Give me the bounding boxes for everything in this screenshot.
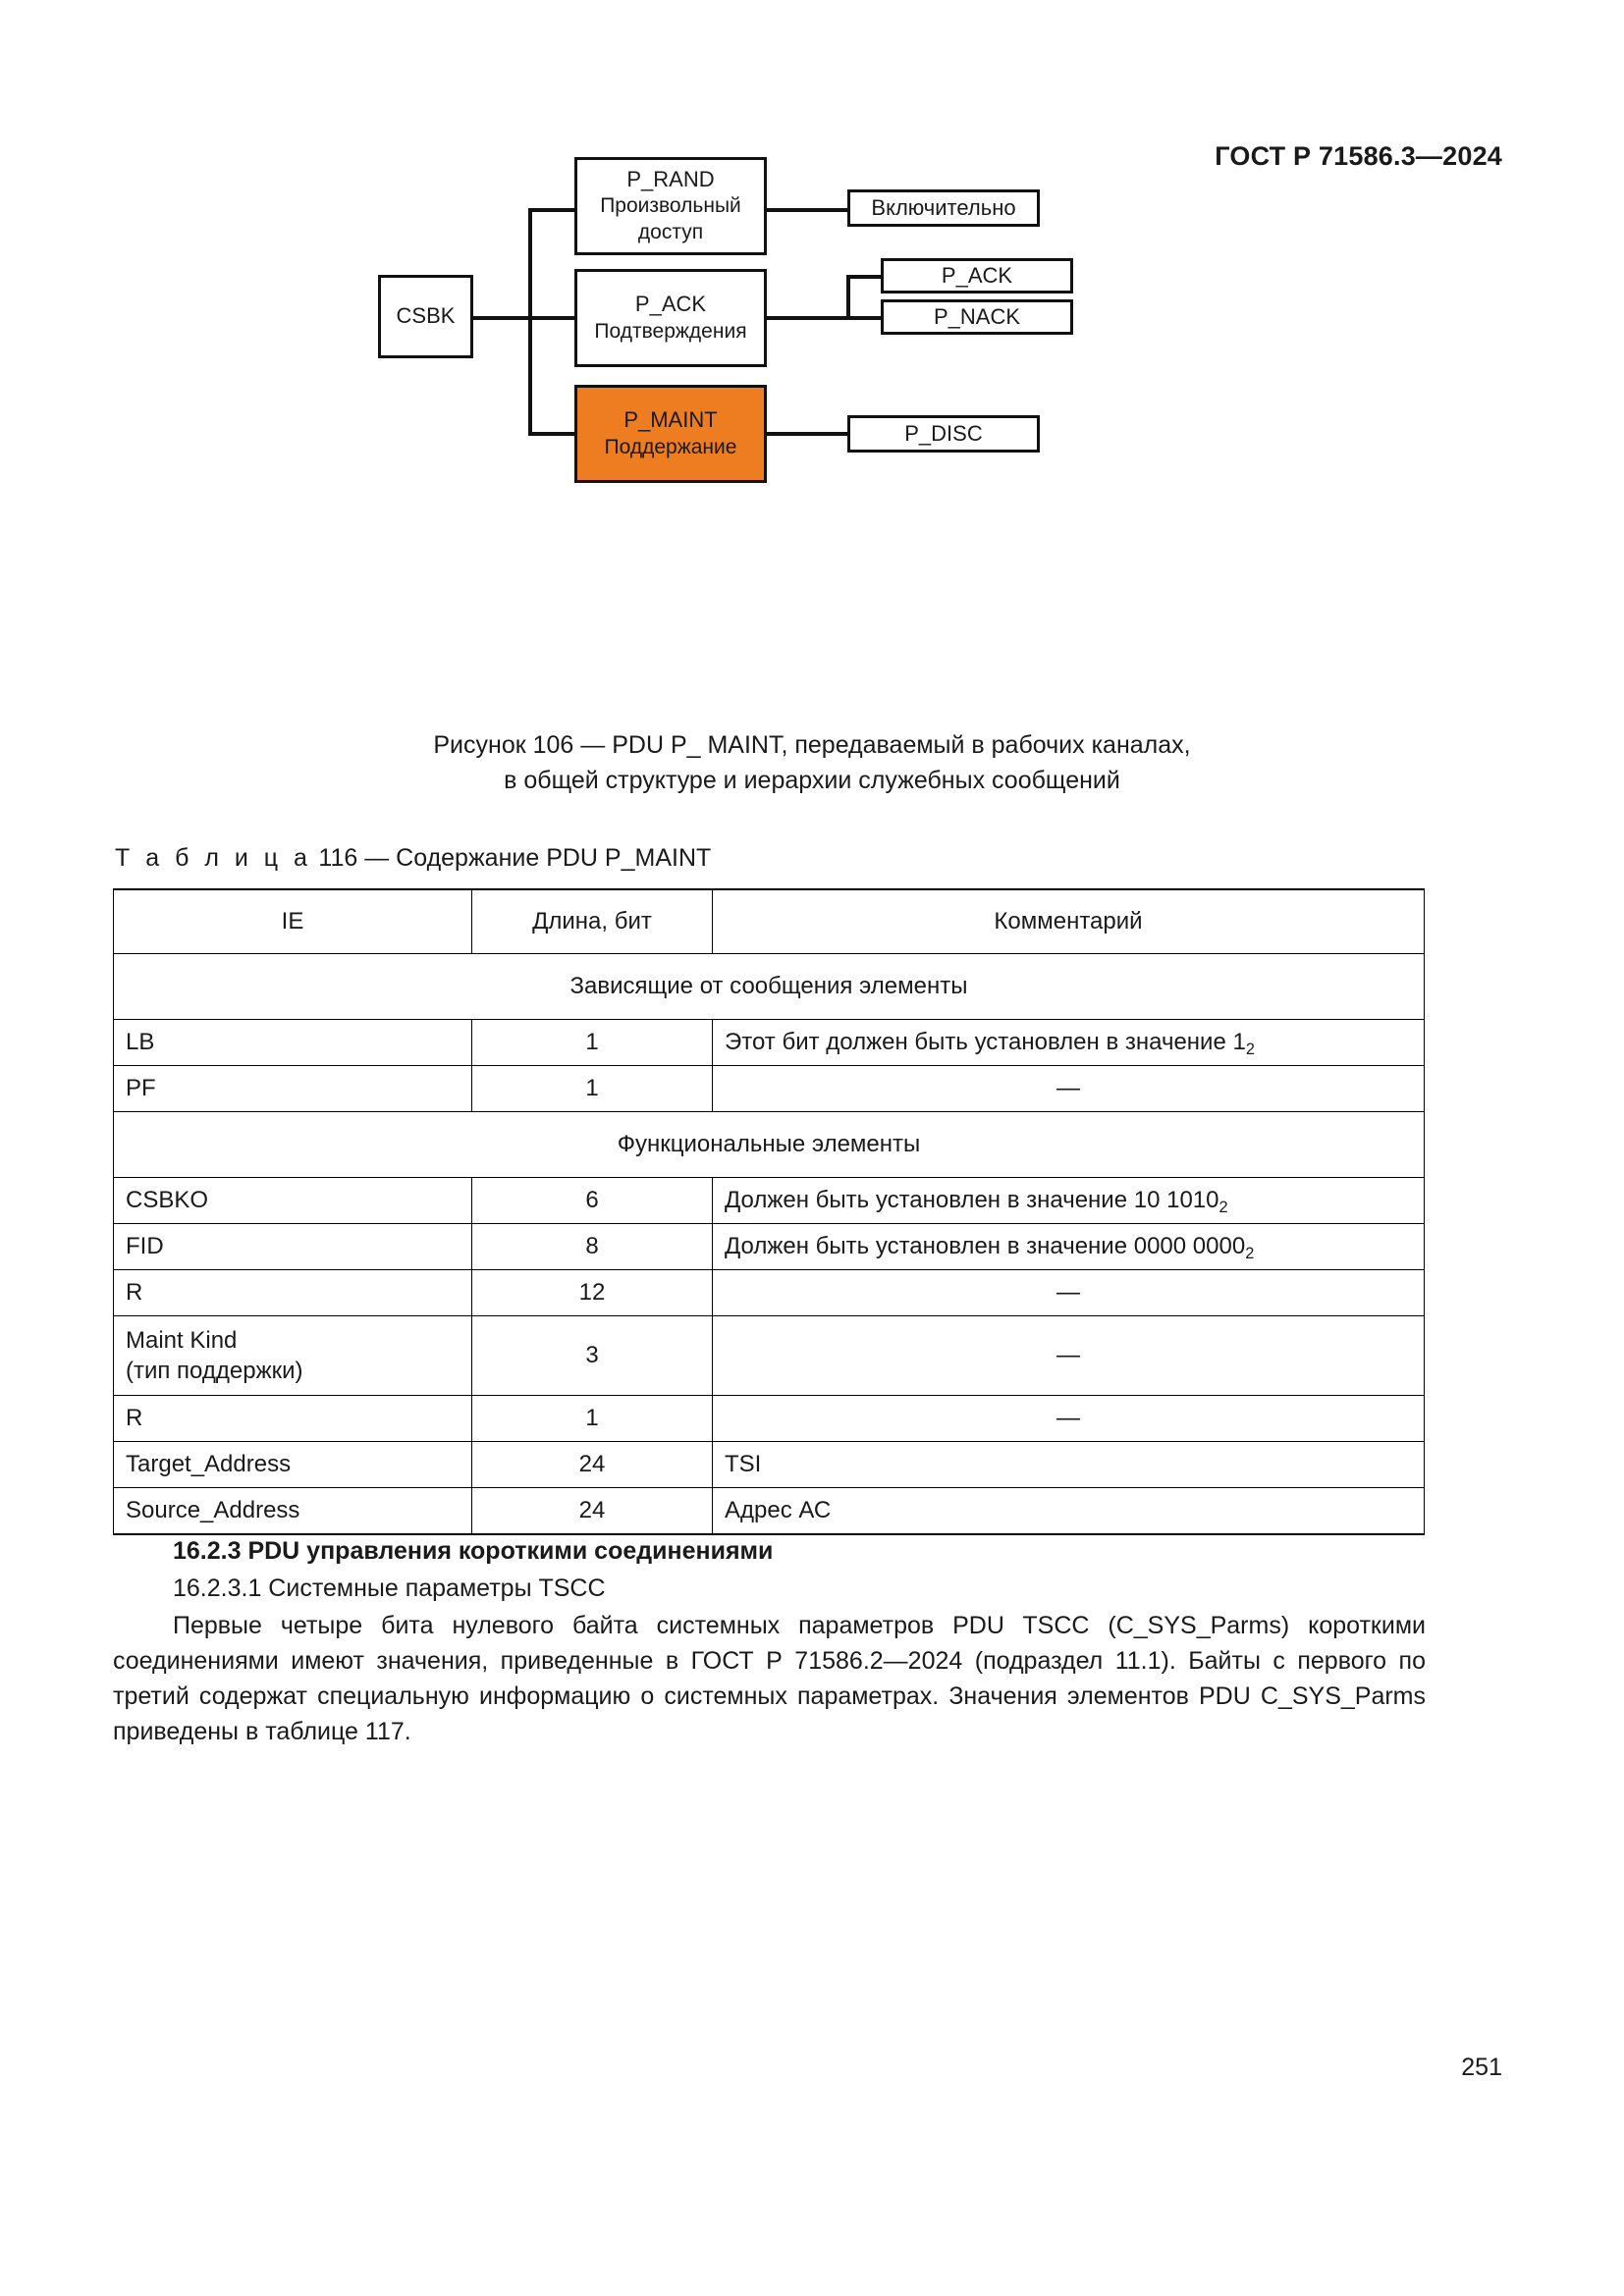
table-title-prefix: Т а б л и ц а bbox=[115, 844, 312, 872]
table-section-row: Функциональные элементы bbox=[113, 1111, 1425, 1178]
section-heading-16-2-3: 16.2.3 PDU управления короткими соединен… bbox=[173, 1537, 774, 1565]
connector-p-ack-to-branch bbox=[764, 316, 850, 320]
diagram-box-p-ack-leaf-label: P_ACK bbox=[941, 262, 1013, 288]
diagram-box-p-ack-parent-subtitle: Подтверждения bbox=[594, 319, 747, 343]
table-row: CSBKO 6 Должен быть установлен в значени… bbox=[113, 1177, 1425, 1224]
table-section-label: Зависящие от сообщения элементы bbox=[113, 953, 1425, 1020]
diagram-box-p-nack-leaf-label: P_NACK bbox=[933, 303, 1021, 329]
table-cell-length: 8 bbox=[471, 1223, 713, 1270]
table-cell-comment: TSI bbox=[712, 1441, 1425, 1489]
diagram-box-p-ack-leaf[interactable]: P_ACK bbox=[881, 258, 1073, 294]
pdu-hierarchy-diagram: CSBK P_RAND Произвольный доступ Включите… bbox=[378, 157, 1173, 702]
table-cell-comment: — bbox=[712, 1065, 1425, 1112]
table-cell-ie-line-1: Maint Kind bbox=[126, 1327, 238, 1354]
table-cell-comment: Этот бит должен быть установлен в значен… bbox=[712, 1019, 1425, 1066]
table-cell-comment: — bbox=[712, 1395, 1425, 1443]
figure-caption: Рисунок 106 — PDU P_ MAINT, передаваемый… bbox=[0, 728, 1624, 798]
table-row: R 1 — bbox=[113, 1395, 1425, 1443]
diagram-box-p-ack-parent[interactable]: P_ACK Подтверждения bbox=[574, 269, 767, 367]
body-content: 16.2.3 PDU управления короткими соединен… bbox=[113, 1533, 1426, 1749]
table-cell-ie: R bbox=[113, 1269, 472, 1316]
connector-ack-branch-vertical bbox=[846, 275, 850, 320]
table-cell-comment: Должен быть установлен в значение 10 101… bbox=[712, 1177, 1425, 1224]
diagram-box-inclusive[interactable]: Включительно bbox=[847, 189, 1040, 227]
table-cell-length: 1 bbox=[471, 1065, 713, 1112]
table-cell-ie: Target_Address bbox=[113, 1441, 472, 1489]
table-cell-ie: Maint Kind (тип поддержки) bbox=[113, 1314, 472, 1397]
table-section-row: Зависящие от сообщения элементы bbox=[113, 953, 1425, 1020]
table-cell-length: 24 bbox=[471, 1441, 713, 1489]
diagram-box-p-rand-subtitle: Произвольный доступ bbox=[600, 194, 741, 244]
diagram-box-p-maint-subtitle: Поддержание bbox=[604, 435, 737, 458]
table-cell-comment: Должен быть установлен в значение 0000 0… bbox=[712, 1223, 1425, 1270]
table-cell-length: 24 bbox=[471, 1487, 713, 1536]
table-header-row: IE Длина, бит Комментарий bbox=[113, 888, 1425, 954]
table-cell-comment: — bbox=[712, 1269, 1425, 1316]
figure-caption-line-2: в общей структуре и иерархии служебных с… bbox=[504, 766, 1120, 794]
table-section-label: Функциональные элементы bbox=[113, 1111, 1425, 1178]
table-cell-ie: LB bbox=[113, 1019, 472, 1066]
table-row: FID 8 Должен быть установлен в значение … bbox=[113, 1223, 1425, 1270]
table-row: Target_Address 24 TSI bbox=[113, 1441, 1425, 1489]
diagram-box-p-disc-leaf[interactable]: P_DISC bbox=[847, 415, 1040, 453]
pdu-p-maint-table: IE Длина, бит Комментарий Зависящие от с… bbox=[113, 888, 1425, 1536]
table-row: R 12 — bbox=[113, 1269, 1425, 1316]
table-cell-length: 12 bbox=[471, 1269, 713, 1316]
connector-vertical-trunk bbox=[528, 208, 532, 434]
page-number: 251 bbox=[1461, 2054, 1502, 2081]
table-row: Maint Kind (тип поддержки) 3 — bbox=[113, 1314, 1425, 1397]
figure-106: CSBK P_RAND Произвольный доступ Включите… bbox=[0, 157, 1624, 712]
connector-p-rand-to-inclusive bbox=[764, 208, 850, 212]
table-row: Source_Address 24 Адрес АС bbox=[113, 1487, 1425, 1536]
connector-p-maint-to-p-disc bbox=[764, 432, 850, 436]
table-cell-ie: PF bbox=[113, 1065, 472, 1112]
diagram-box-p-rand[interactable]: P_RAND Произвольный доступ bbox=[574, 157, 767, 255]
diagram-box-inclusive-label: Включительно bbox=[871, 194, 1016, 220]
paragraph-text: Первые четыре бита нулевого байта систем… bbox=[113, 1612, 1426, 1745]
table-header-ie: IE bbox=[113, 888, 472, 954]
diagram-box-p-maint[interactable]: P_MAINT Поддержание bbox=[574, 385, 767, 483]
document-header-standard-id: ГОСТ Р 71586.3—2024 bbox=[1215, 141, 1502, 171]
connector-trunk-to-p-ack bbox=[528, 316, 577, 320]
table-cell-ie: Source_Address bbox=[113, 1487, 472, 1536]
table-cell-ie: R bbox=[113, 1395, 472, 1443]
table-cell-length: 3 bbox=[471, 1314, 713, 1397]
table-cell-length: 1 bbox=[471, 1019, 713, 1066]
table-cell-comment: — bbox=[712, 1314, 1425, 1397]
diagram-box-p-rand-title: P_RAND bbox=[626, 167, 715, 192]
table-cell-ie-line-2: (тип поддержки) bbox=[126, 1358, 303, 1385]
connector-trunk-to-p-maint bbox=[528, 432, 577, 436]
table-header-length: Длина, бит bbox=[471, 888, 713, 954]
table-title: Т а б л и ц а 116 — Содержание PDU P_MAI… bbox=[115, 844, 711, 873]
table-title-rest: 116 — Содержание PDU P_MAINT bbox=[318, 844, 712, 872]
table-header-comment: Комментарий bbox=[712, 888, 1425, 954]
body-paragraph: Первые четыре бита нулевого байта систем… bbox=[113, 1608, 1426, 1749]
table-cell-comment: Адрес АС bbox=[712, 1487, 1425, 1536]
table-cell-ie: FID bbox=[113, 1223, 472, 1270]
connector-csbk-to-trunk bbox=[471, 316, 530, 320]
connector-trunk-to-p-rand bbox=[528, 208, 577, 212]
table-cell-ie: CSBKO bbox=[113, 1177, 472, 1224]
figure-caption-line-1: Рисунок 106 — PDU P_ MAINT, передаваемый… bbox=[433, 731, 1191, 759]
table-row: PF 1 — bbox=[113, 1065, 1425, 1112]
connector-branch-to-p-nack-leaf bbox=[846, 316, 884, 320]
table-row: LB 1 Этот бит должен быть установлен в з… bbox=[113, 1019, 1425, 1066]
diagram-box-p-disc-leaf-label: P_DISC bbox=[904, 420, 983, 446]
table-cell-length: 1 bbox=[471, 1395, 713, 1443]
table-cell-length: 6 bbox=[471, 1177, 713, 1224]
diagram-box-p-maint-title: P_MAINT bbox=[623, 407, 718, 433]
diagram-box-csbk[interactable]: CSBK bbox=[378, 275, 473, 358]
diagram-box-csbk-label: CSBK bbox=[396, 303, 456, 329]
diagram-box-p-nack-leaf[interactable]: P_NACK bbox=[881, 299, 1073, 335]
diagram-box-p-ack-parent-title: P_ACK bbox=[634, 292, 707, 317]
section-heading-16-2-3-1: 16.2.3.1 Системные параметры TSCC bbox=[173, 1575, 606, 1602]
connector-branch-to-p-ack-leaf bbox=[846, 275, 884, 279]
